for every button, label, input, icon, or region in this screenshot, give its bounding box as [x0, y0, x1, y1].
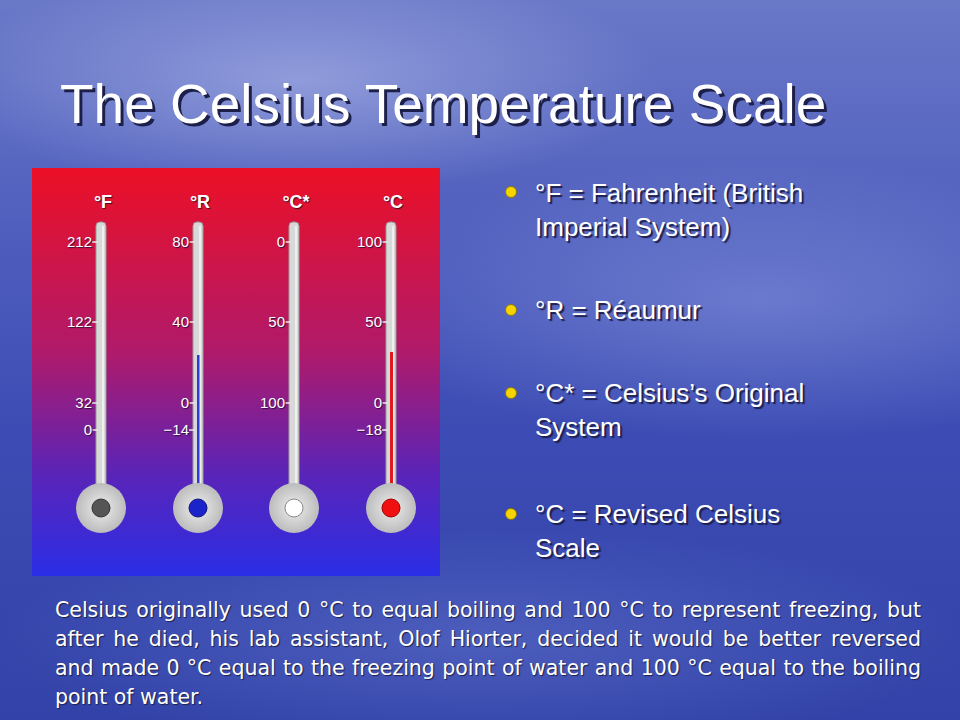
scale-value: −18 [322, 421, 382, 439]
gradient-panel [32, 168, 440, 576]
bullet-text: °C* = Celsius’s Original System [535, 376, 895, 444]
scale-header: °C* [261, 191, 331, 213]
scale-value: 50 [322, 313, 382, 331]
bullet-text: °F = Fahrenheit (British Imperial System… [535, 176, 895, 244]
scale-value: 40 [129, 313, 189, 331]
scale-value: 32 [32, 394, 92, 412]
thermometer-bulbs [76, 483, 416, 533]
scale-value: 100 [225, 394, 285, 412]
scale-value: 0 [129, 394, 189, 412]
scale-value: 122 [32, 313, 92, 331]
scale-value: 80 [129, 233, 189, 251]
scale-value: 50 [225, 313, 285, 331]
scale-header: °R [165, 191, 235, 213]
scale-value: 100 [322, 233, 382, 251]
tube-shine [103, 226, 393, 490]
slide-title: The Celsius Temperature Scale [60, 72, 826, 136]
scale-value: 0 [32, 421, 92, 439]
scale-header: °F [68, 191, 138, 213]
thermometer-tubes [96, 222, 396, 494]
scale-value: −14 [129, 421, 189, 439]
scale-value: 0 [225, 233, 285, 251]
scale-value: 0 [322, 394, 382, 412]
scale-ticks [92, 242, 388, 430]
scale-value: 212 [32, 233, 92, 251]
bullet-text: °R = Réaumur [535, 293, 895, 327]
red-column [390, 352, 393, 495]
bullet-text: °C = Revised Celsius Scale [535, 497, 835, 565]
caption-note: Celsius originally used 0 °C to equal bo… [55, 596, 921, 712]
blue-column [197, 355, 200, 495]
bullet-dots [506, 187, 517, 520]
scale-header: °C [358, 191, 428, 213]
